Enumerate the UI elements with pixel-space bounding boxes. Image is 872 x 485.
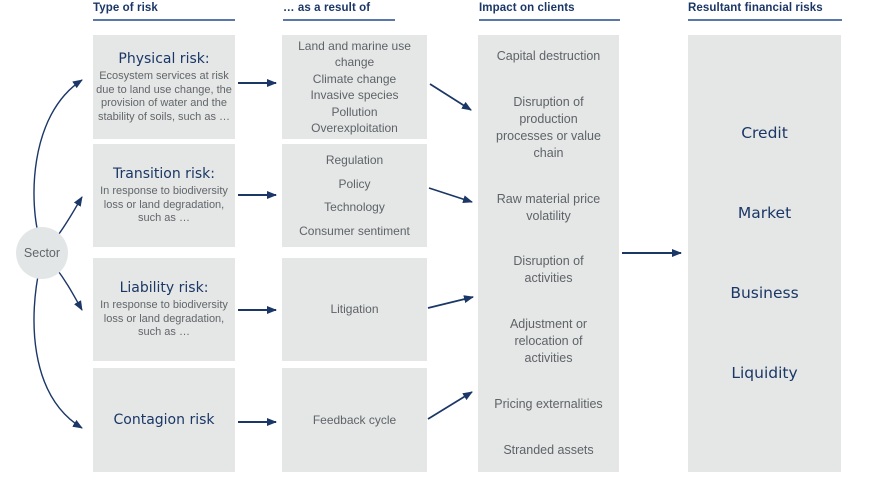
sector-label: Sector xyxy=(23,246,61,260)
impact-item: Disruption of production processes or va… xyxy=(496,94,601,160)
cause-item: Land and marine use change xyxy=(298,38,411,70)
causes-box-transition: Regulation Policy Technology Consumer se… xyxy=(282,144,427,247)
cause-item: Overexploitation xyxy=(311,121,398,135)
impact-on-clients-box: Capital destruction Disruption of produc… xyxy=(478,35,619,472)
arrow-liability-causes-to-impact xyxy=(427,295,474,309)
risk-desc-physical: Ecosystem services at risk due to land u… xyxy=(96,70,232,123)
arrow-contagion-causes-to-impact xyxy=(427,391,473,420)
cause-item: Regulation xyxy=(325,153,384,167)
impact-item: Capital destruction xyxy=(496,49,601,63)
cause-item: Invasive species xyxy=(310,88,399,102)
cause-item: Technology xyxy=(324,200,385,214)
financial-risk-market: Market xyxy=(737,204,792,222)
impact-item: Pricing externalities xyxy=(494,397,603,412)
impact-item: Raw material price volatility xyxy=(496,191,601,223)
risk-box-transition: Transition risk: In response to biodiver… xyxy=(93,144,235,247)
risk-box-physical: Physical risk: Ecosystem services at ris… xyxy=(93,35,235,139)
risk-box-liability: Liability risk: In response to biodivers… xyxy=(93,258,235,361)
column-header-as-a-result-of: … as a result of xyxy=(283,2,395,21)
arrow-transition-causes-to-impact xyxy=(428,187,473,204)
financial-risk-liquidity: Liquidity xyxy=(731,364,798,382)
column-header-impact-on-clients: Impact on clients xyxy=(479,2,620,21)
cause-item: Climate change xyxy=(312,71,397,86)
financial-risk-credit: Credit xyxy=(741,124,788,142)
risk-title-transition: Transition risk: xyxy=(113,166,215,183)
arrow-sector-to-transition xyxy=(55,196,83,239)
impact-item: Stranded assets xyxy=(503,442,594,457)
cause-item: Consumer sentiment xyxy=(299,223,410,238)
column-header-resultant-financial-risks: Resultant financial risks xyxy=(688,2,842,21)
causes-box-liability: Litigation xyxy=(282,258,427,361)
financial-risk-business: Business xyxy=(730,284,799,302)
cause-item: Feedback cycle xyxy=(312,412,397,427)
causes-box-physical: Land and marine use change Climate chang… xyxy=(282,35,427,139)
risk-box-contagion: Contagion risk xyxy=(93,368,235,472)
arrow-physical-causes-to-impact xyxy=(429,83,472,111)
arrow-sector-to-liability xyxy=(55,267,83,311)
risk-title-liability: Liability risk: xyxy=(119,280,209,297)
risk-title-contagion: Contagion risk xyxy=(113,412,215,428)
column-header-type-of-risk: Type of risk xyxy=(93,2,235,21)
cause-item: Pollution xyxy=(331,104,378,119)
impact-item: Disruption of activities xyxy=(513,254,584,286)
risk-desc-transition: In response to biodiversity loss or land… xyxy=(100,185,228,225)
arrow-sector-to-contagion xyxy=(33,265,83,429)
cause-item: Litigation xyxy=(330,302,379,317)
impact-item: Adjustment or relocation of activities xyxy=(509,317,588,366)
arrow-sector-to-physical xyxy=(33,79,83,241)
financial-risks-box: Credit Market Business Liquidity xyxy=(688,35,841,472)
cause-item: Policy xyxy=(338,176,371,191)
risk-title-physical: Physical risk: xyxy=(118,51,210,67)
causes-box-contagion: Feedback cycle xyxy=(282,368,427,472)
sector-node: Sector xyxy=(16,227,68,279)
risk-desc-liability: In response to biodiversity loss or land… xyxy=(100,299,228,339)
